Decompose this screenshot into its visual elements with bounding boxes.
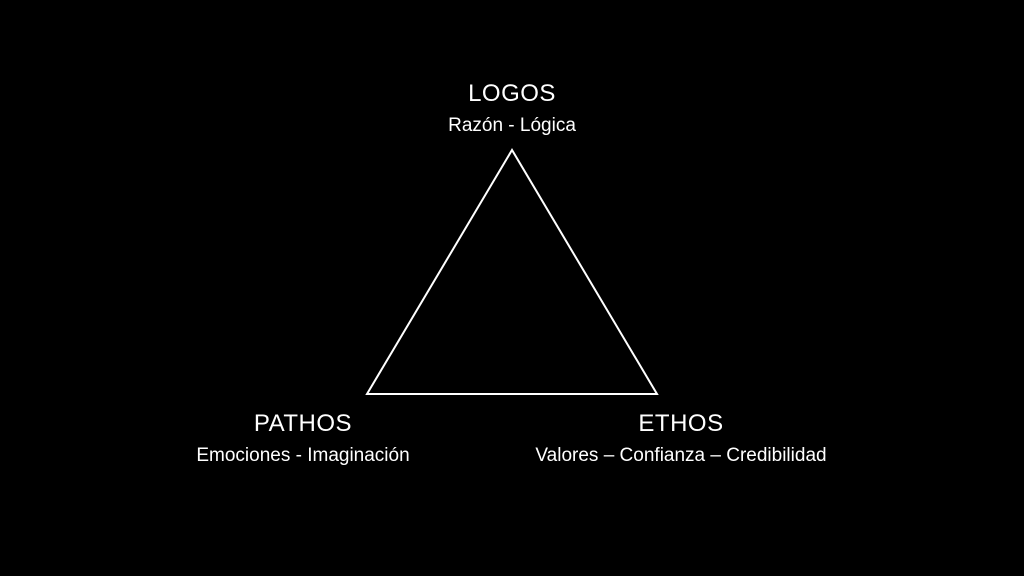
triangle-outline [365,148,659,395]
pathos-label-group: PATHOS Emociones - Imaginación [196,410,409,468]
logos-label-group: LOGOS Razón - Lógica [448,80,576,138]
logos-subtitle: Razón - Lógica [448,115,576,136]
logos-title: LOGOS [468,80,556,107]
ethos-label-group: ETHOS Valores – Confianza – Credibilidad [535,410,826,468]
pathos-title: PATHOS [253,410,353,437]
ethos-subtitle: Valores – Confianza – Credibilidad [535,445,827,466]
pathos-subtitle: Emociones - Imaginación [196,445,410,466]
ethos-title: ETHOS [638,410,724,437]
